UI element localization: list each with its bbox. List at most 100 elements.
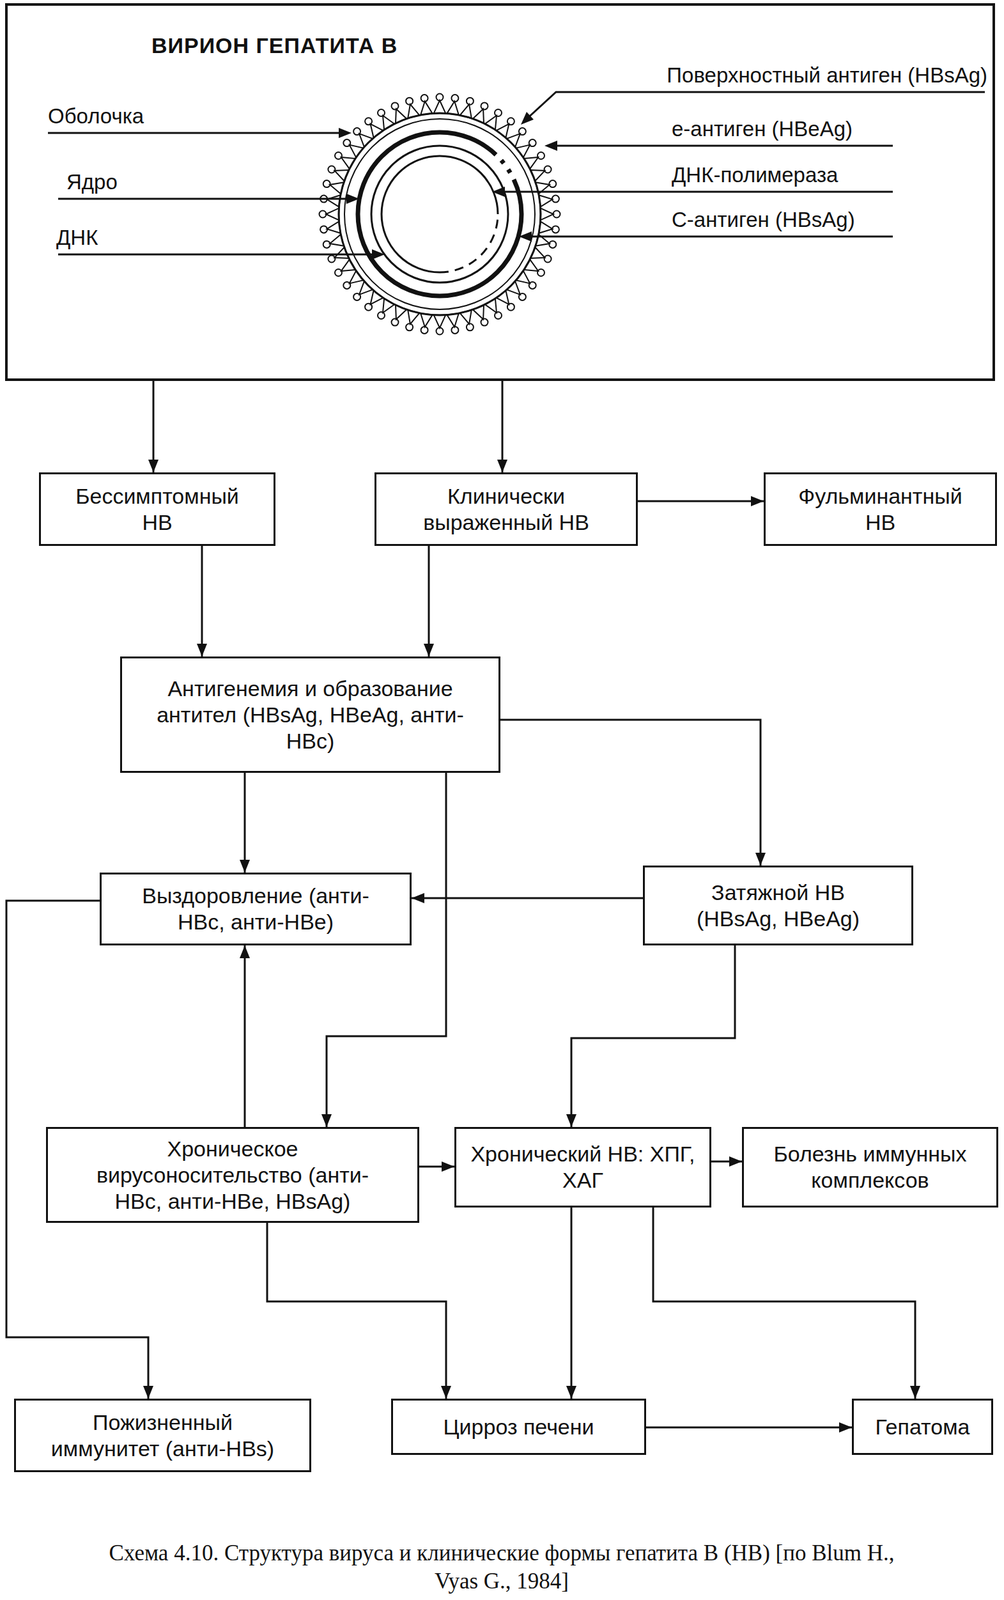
envelope-outer xyxy=(338,113,541,316)
spike-tip xyxy=(548,180,557,188)
box-text: Бессимптомный HB xyxy=(61,478,254,541)
box-text: Пожизненный иммунитет (анти-HBs) xyxy=(41,1404,285,1467)
spike-tip xyxy=(320,225,328,233)
process-box: Затяжной HB (HBsAg, HBeAg) xyxy=(642,865,914,946)
spike-tip xyxy=(518,293,526,301)
arrow-head xyxy=(755,852,766,866)
spike-tip xyxy=(343,281,351,289)
connector-arrow xyxy=(239,772,250,873)
box-text: Гепатома xyxy=(874,1408,970,1445)
arrow-head xyxy=(321,1113,332,1127)
spike-tip xyxy=(507,117,515,125)
process-box: Выздоровление (анти-HBc, анти-HBe) xyxy=(99,872,412,946)
arrow-head xyxy=(566,1385,577,1399)
spike-tip xyxy=(364,117,372,125)
process-box: Пожизненный иммунитет (анти-HBs) xyxy=(14,1398,312,1472)
dna-strand xyxy=(381,155,498,273)
connector-line xyxy=(267,1222,447,1399)
process-box: Хронический HB: ХПГ, ХАГ xyxy=(454,1126,712,1208)
spike-tip xyxy=(494,109,502,117)
arrow-head xyxy=(750,495,764,507)
box-text: Затяжной HB (HBsAg, HBeAg) xyxy=(682,874,875,937)
connector-line xyxy=(637,500,764,503)
part-label: С-антиген (HBsAg) xyxy=(671,207,856,233)
connector-line xyxy=(570,1207,573,1399)
connector-line xyxy=(411,897,643,900)
leader-line xyxy=(518,231,893,242)
connector-arrow xyxy=(566,945,735,1127)
spike-tip xyxy=(552,225,560,233)
box-text: Болезнь иммунных комплексов xyxy=(755,1135,986,1199)
arrow-head xyxy=(497,459,508,473)
spike xyxy=(433,315,447,328)
arrow-head xyxy=(411,892,425,904)
spike-tip xyxy=(327,166,335,174)
spike-tip xyxy=(451,94,459,102)
spike xyxy=(433,100,447,114)
connector-arrow xyxy=(411,892,643,904)
arrow-head xyxy=(196,643,208,657)
connector-arrow xyxy=(637,495,764,507)
connector-line xyxy=(428,545,431,657)
spike-tip xyxy=(421,94,429,102)
connector-arrow xyxy=(711,1156,742,1167)
spike-tip xyxy=(481,102,489,110)
process-box: Бессимптомный HB xyxy=(38,472,276,546)
spike-tip xyxy=(405,323,413,331)
connector-arrow xyxy=(419,1161,455,1172)
spike-tip xyxy=(544,255,552,263)
arrow-head xyxy=(423,643,434,657)
connector-arrow xyxy=(653,1207,921,1399)
spike-tip xyxy=(405,97,413,105)
connector-line xyxy=(244,945,247,1127)
envelope-inner xyxy=(344,118,535,310)
leader-line xyxy=(58,193,360,204)
arrow-head xyxy=(440,1385,452,1399)
spike-tip xyxy=(391,318,399,326)
spike-tip xyxy=(421,326,429,334)
leader-line xyxy=(58,249,385,260)
connector-line xyxy=(501,380,504,473)
part-label: Оболочка xyxy=(47,103,144,130)
process-box: Хроническое вирусоносительство (анти-HBc… xyxy=(46,1126,420,1223)
spike-tip xyxy=(323,180,331,188)
connector-line xyxy=(326,772,447,1127)
connector-arrow xyxy=(646,1421,852,1433)
spike-tip xyxy=(529,281,537,289)
box-text: Хронический HB: ХПГ, ХАГ xyxy=(467,1135,698,1199)
connector-arrow xyxy=(500,719,766,866)
spike-tip xyxy=(507,303,515,311)
connector-arrow xyxy=(566,1207,577,1399)
connector-line xyxy=(571,945,735,1127)
leader-line xyxy=(544,140,893,151)
box-text: Хроническое вирусоносительство (анти-HBc… xyxy=(79,1130,387,1220)
connector-arrow xyxy=(239,945,250,1127)
box-text: Клинически выраженный HB xyxy=(397,478,615,541)
spike-tip xyxy=(518,127,526,135)
spike-tip xyxy=(481,318,489,326)
spike-tip xyxy=(537,269,545,277)
dna-ring xyxy=(371,145,509,283)
spike-tip xyxy=(323,240,331,248)
spike-tip xyxy=(364,303,372,311)
part-label: е-антиген (HBeAg) xyxy=(671,116,853,142)
virion-frame: ВИРИОН ГЕПАТИТА В xyxy=(5,3,996,381)
process-box: Гепатома xyxy=(851,1398,994,1455)
connector-line xyxy=(653,1207,916,1399)
spike-tip xyxy=(334,269,342,277)
leader-line xyxy=(47,127,352,139)
arrow-head xyxy=(148,459,159,473)
spike-tip xyxy=(537,152,545,160)
figure-caption: Схема 4.10. Структура вируса и клиническ… xyxy=(89,1538,914,1596)
spike-tip xyxy=(334,152,342,160)
leader-line xyxy=(492,186,893,197)
box-text: Цирроз печени xyxy=(442,1408,594,1445)
box-text: Выздоровление (анти-HBc, анти-HBe) xyxy=(121,877,390,941)
arrow-head xyxy=(143,1385,154,1399)
spike-tip xyxy=(466,323,474,331)
core-shell xyxy=(357,132,522,296)
spike-tip xyxy=(466,97,474,105)
spike-tip xyxy=(552,195,560,203)
